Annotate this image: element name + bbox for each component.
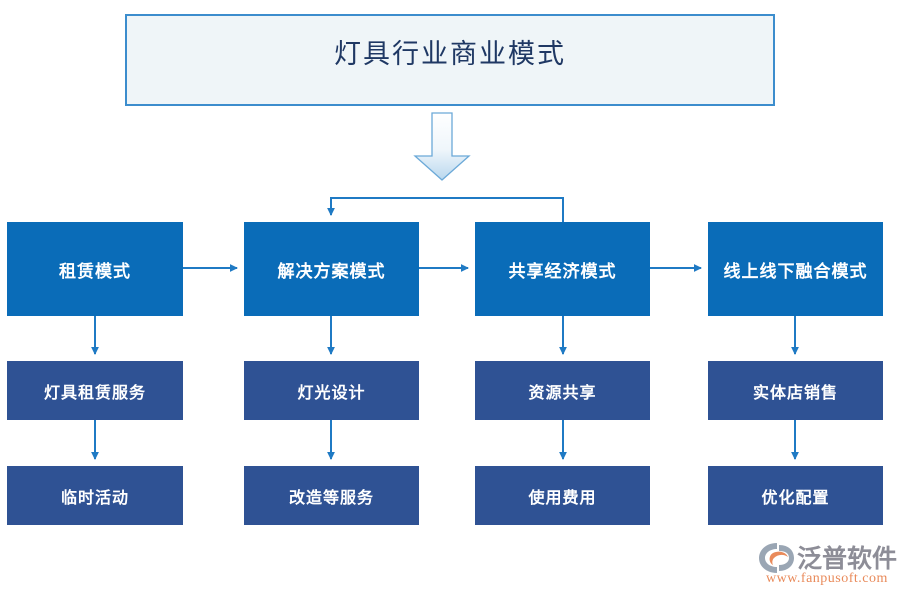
node-level3-usage-fees[interactable]: 使用费用: [475, 466, 650, 525]
page-title: 灯具行业商业模式: [334, 39, 566, 69]
brand-name: 泛普软件: [797, 546, 898, 573]
node-level2-lighting-design[interactable]: 灯光设计: [244, 361, 419, 420]
node-level1-rental[interactable]: 租赁模式: [7, 222, 183, 316]
fanpu-logo-icon: [757, 541, 797, 575]
node-level1-solution[interactable]: 解决方案模式: [244, 222, 419, 316]
node-level3-temporary-events[interactable]: 临时活动: [7, 466, 183, 525]
node-level3-optimized-allocation[interactable]: 优化配置: [708, 466, 883, 525]
watermark-logo: 泛普软件 www.fanpusoft.com: [757, 539, 897, 591]
node-level1-online-offline[interactable]: 线上线下融合模式: [708, 222, 883, 316]
brand-url: www.fanpusoft.com: [766, 571, 888, 586]
wire-share-to-solution: [327, 197, 564, 222]
block-arrow-down-icon: [410, 112, 474, 182]
node-level2-lamp-rental-service[interactable]: 灯具租赁服务: [7, 361, 183, 420]
node-level1-sharing-economy[interactable]: 共享经济模式: [475, 222, 650, 316]
node-level2-retail-store-sales[interactable]: 实体店销售: [708, 361, 883, 420]
diagram-title-box: 灯具行业商业模式: [125, 14, 775, 106]
node-level3-renovation-services[interactable]: 改造等服务: [244, 466, 419, 525]
node-level2-resource-sharing[interactable]: 资源共享: [475, 361, 650, 420]
